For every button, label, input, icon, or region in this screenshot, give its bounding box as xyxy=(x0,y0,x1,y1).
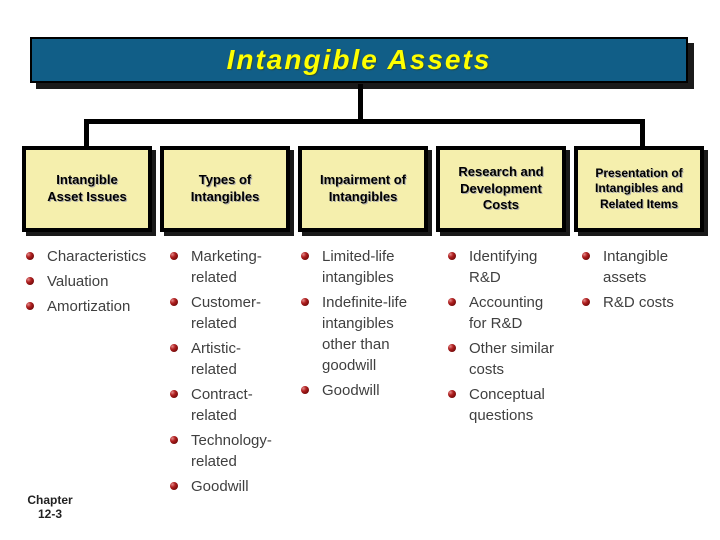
list-item-label: Identifying R&D xyxy=(469,248,538,286)
list-item-label: Goodwill xyxy=(322,382,380,399)
list-impairment-of-intangibles: Limited-life intangibles Indefinite-life… xyxy=(301,246,419,405)
list-item: Other similar costs xyxy=(448,338,566,380)
list-item-label: Goodwill xyxy=(191,478,249,495)
list-item-label: Conceptual questions xyxy=(469,386,545,424)
bullet-icon xyxy=(582,298,590,306)
list-item: Technology- related xyxy=(170,430,280,472)
list-item-label: Other similar costs xyxy=(469,340,555,378)
list-item: Intangible assets xyxy=(582,246,682,288)
list-item: Accounting for R&D xyxy=(448,292,566,334)
list-item-label: Technology- related xyxy=(191,432,272,470)
bullet-icon xyxy=(170,436,178,444)
bullet-icon xyxy=(26,277,34,285)
header-label: Impairment of Intangibles xyxy=(320,172,406,204)
bullet-icon xyxy=(301,252,309,260)
bullet-icon xyxy=(170,298,178,306)
header-box-intangible-asset-issues: Intangible Asset Issues xyxy=(22,146,152,232)
bullet-icon xyxy=(448,390,456,398)
connector-line-left xyxy=(84,119,89,147)
bullet-icon xyxy=(26,302,34,310)
list-research-development-costs: Identifying R&D Accounting for R&D Other… xyxy=(448,246,566,430)
header-box-research-development-costs: Research and Development Costs xyxy=(436,146,566,232)
slide-title-bar: Intangible Assets xyxy=(30,37,688,83)
list-item: Goodwill xyxy=(170,476,280,497)
list-item: Goodwill xyxy=(301,380,419,401)
list-item: Artistic- related xyxy=(170,338,280,380)
connector-line-horizontal xyxy=(84,119,645,124)
list-item-label: Intangible assets xyxy=(603,248,669,286)
list-item: Contract- related xyxy=(170,384,280,426)
list-item: Customer- related xyxy=(170,292,280,334)
bullet-icon xyxy=(582,252,590,260)
list-presentation-of-intangibles: Intangible assets R&D costs xyxy=(582,246,682,317)
chapter-label: Chapter 12-3 xyxy=(27,493,73,521)
header-label: Types of Intangibles xyxy=(190,172,260,204)
list-item: R&D costs xyxy=(582,292,682,313)
list-intangible-asset-issues: Characteristics Valuation Amortization xyxy=(26,246,154,321)
list-item: Indefinite-life intangibles other than g… xyxy=(301,292,419,376)
header-label: Intangible Asset Issues xyxy=(47,172,127,204)
list-item-label: Indefinite-life intangibles other than g… xyxy=(322,294,408,374)
list-item-label: Contract- related xyxy=(191,386,253,424)
list-item: Identifying R&D xyxy=(448,246,566,288)
list-item: Amortization xyxy=(26,296,154,317)
header-label: Research and Development Costs xyxy=(458,163,544,213)
header-box-presentation-of-intangibles: Presentation of Intangibles and Related … xyxy=(574,146,704,232)
bullet-icon xyxy=(170,252,178,260)
slide-title: Intangible Assets xyxy=(226,44,492,75)
list-item: Marketing- related xyxy=(170,246,280,288)
bullet-icon xyxy=(170,390,178,398)
list-item: Conceptual questions xyxy=(448,384,566,426)
bullet-icon xyxy=(26,252,34,260)
list-item-label: Artistic- related xyxy=(191,340,241,378)
header-box-types-of-intangibles: Types of Intangibles xyxy=(160,146,290,232)
list-item-label: Valuation xyxy=(47,273,109,290)
bullet-icon xyxy=(301,386,309,394)
list-item: Characteristics xyxy=(26,246,154,267)
header-box-impairment-of-intangibles: Impairment of Intangibles xyxy=(298,146,428,232)
list-item: Limited-life intangibles xyxy=(301,246,419,288)
connector-line-right xyxy=(640,119,645,147)
list-types-of-intangibles: Marketing- related Customer- related Art… xyxy=(170,246,280,501)
list-item-label: Customer- related xyxy=(191,294,262,332)
bullet-icon xyxy=(448,298,456,306)
list-item-label: Limited-life intangibles xyxy=(322,248,395,286)
list-item-label: R&D costs xyxy=(603,294,674,311)
bullet-icon xyxy=(301,298,309,306)
bullet-icon xyxy=(448,344,456,352)
bullet-icon xyxy=(448,252,456,260)
connector-line-title xyxy=(358,84,363,122)
list-item: Valuation xyxy=(26,271,154,292)
header-label: Presentation of Intangibles and Related … xyxy=(594,165,683,211)
list-item-label: Accounting for R&D xyxy=(469,294,544,332)
list-item-label: Characteristics xyxy=(47,248,147,265)
list-item-label: Amortization xyxy=(47,298,131,315)
list-item-label: Marketing- related xyxy=(191,248,262,286)
bullet-icon xyxy=(170,482,178,490)
bullet-icon xyxy=(170,344,178,352)
